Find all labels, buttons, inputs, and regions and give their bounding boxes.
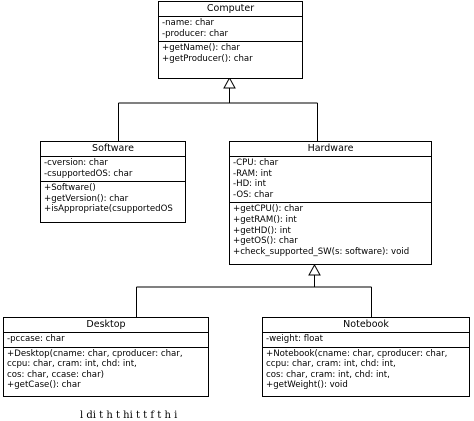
- attribute-section: -CPU: char -RAM: int -HD: int -OS: char: [230, 157, 431, 202]
- attribute: -RAM: int: [233, 168, 272, 179]
- operation: +getOS(): char: [233, 236, 298, 247]
- operation-section: +getCPU(): char +getRAM(): int +getHD():…: [230, 202, 431, 259]
- attribute: -weight: float: [266, 334, 324, 344]
- class-desktop: Desktop -pccase: char +Desktop(cname: ch…: [3, 317, 209, 397]
- operation: +check_supported_SW(s: software): void: [233, 246, 410, 257]
- operation: +getName(): char: [162, 43, 240, 54]
- operation: +Software(): [44, 183, 96, 194]
- attribute: -producer: char: [162, 28, 229, 39]
- attribute: -csupportedOS: char: [44, 168, 133, 179]
- figure-caption: l di t h t hi t t f t h i: [80, 410, 178, 421]
- operation: +getHD(): int: [233, 225, 291, 236]
- attribute: -cversion: char: [44, 158, 108, 168]
- operation: +getVersion(): char: [44, 193, 129, 204]
- class-computer: Computer -name: char -producer: char +ge…: [158, 1, 303, 79]
- attribute-section: -name: char -producer: char: [159, 17, 302, 41]
- attribute: -name: char: [162, 18, 215, 28]
- operation: cos: char, cram: int, chd: int,: [266, 369, 390, 380]
- operation: +Notebook(cname: char, cproducer: char,: [266, 348, 448, 359]
- operation: +getRAM(): int: [233, 214, 297, 225]
- class-hardware: Hardware -CPU: char -RAM: int -HD: int -…: [229, 141, 432, 265]
- operation-section: +getName(): char +getProducer(): char: [159, 41, 302, 66]
- operation: +Desktop(cname: char, cproducer: char,: [7, 348, 183, 359]
- operation: ccpu: char, cram: int, chd: int,: [7, 359, 137, 370]
- class-software: Software -cversion: char -csupportedOS: …: [40, 141, 186, 223]
- attribute: -OS: char: [233, 189, 274, 200]
- operation-section: +Desktop(cname: char, cproducer: char, c…: [4, 346, 208, 393]
- operation: +getProducer(): char: [162, 53, 253, 64]
- class-name: Hardware: [230, 142, 431, 157]
- class-name: Software: [41, 142, 185, 157]
- attribute-section: -cversion: char -csupportedOS: char: [41, 157, 185, 181]
- attribute: -CPU: char: [233, 158, 279, 168]
- class-notebook: Notebook -weight: float +Notebook(cname:…: [262, 317, 470, 397]
- class-name: Computer: [159, 2, 302, 17]
- operation: +getCase(): char: [7, 380, 81, 391]
- operation: +getCPU(): char: [233, 204, 304, 215]
- operation: +isAppropriate(csupportedOS: [44, 204, 173, 215]
- operation: ccpu: char, cram: int, chd: int,: [266, 359, 396, 370]
- class-name: Desktop: [4, 318, 208, 333]
- operation: cos: char, ccase: char): [7, 369, 104, 380]
- class-name: Notebook: [263, 318, 469, 333]
- operation-section: +Software() +getVersion(): char +isAppro…: [41, 181, 185, 217]
- attribute: -pccase: char: [7, 334, 65, 344]
- attribute: -HD: int: [233, 179, 267, 190]
- inheritance-arrow-hardware: [308, 263, 321, 276]
- attribute-section: -weight: float: [263, 333, 469, 347]
- inheritance-arrow-computer: [223, 76, 236, 89]
- attribute-section: -pccase: char: [4, 333, 208, 347]
- operation: +getWeight(): void: [266, 380, 348, 391]
- operation-section: +Notebook(cname: char, cproducer: char, …: [263, 346, 469, 393]
